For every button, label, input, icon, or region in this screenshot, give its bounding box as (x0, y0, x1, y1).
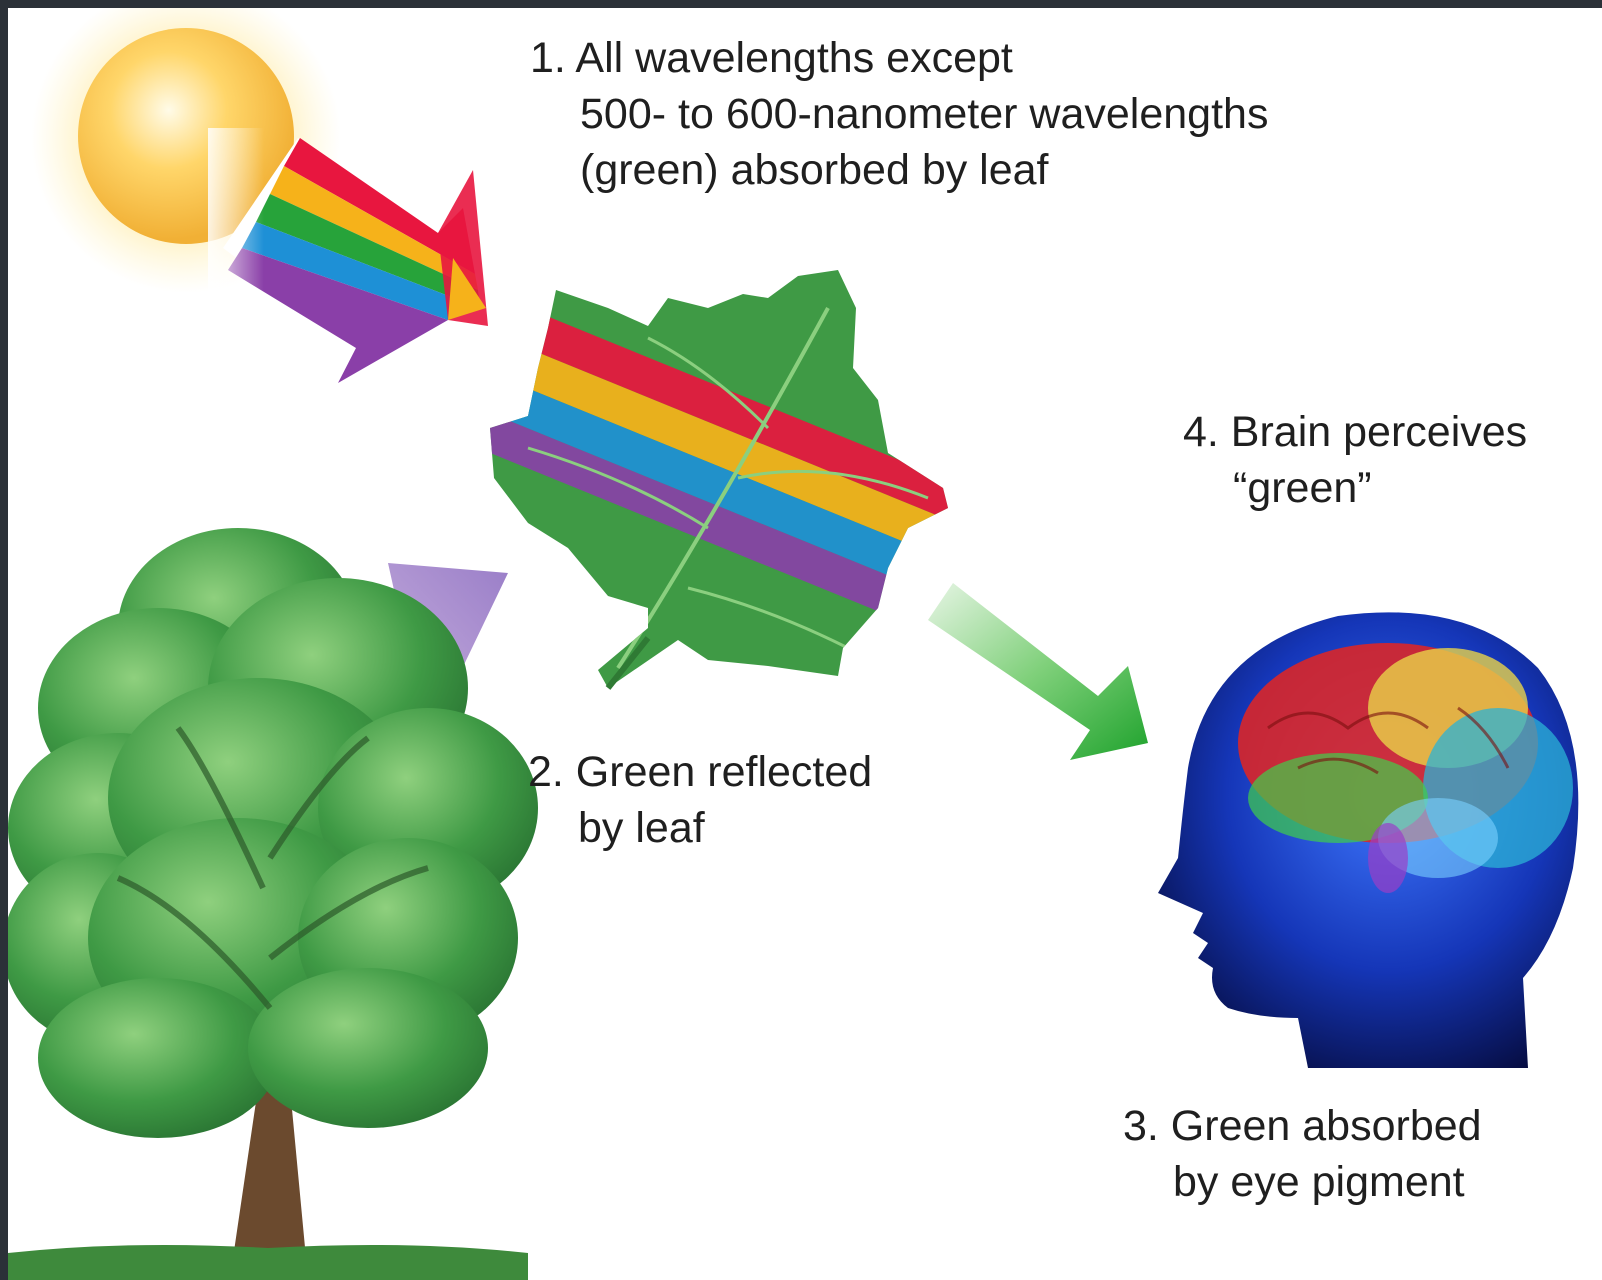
step-1-line-3: (green) absorbed by leaf (530, 142, 1268, 198)
step-2-line-1: 2. Green reflected (528, 744, 872, 800)
human-head-brain-icon (1158, 612, 1578, 1068)
step-1-line-2: 500- to 600-nanometer wavelengths (530, 86, 1268, 142)
step-1-line-1: 1. All wavelengths except (530, 30, 1268, 86)
step-2-label: 2. Green reflected by leaf (528, 744, 872, 856)
step-4-label: 4. Brain perceives “green” (1183, 404, 1527, 516)
rainbow-arrow-icon (208, 128, 488, 383)
leaf-icon (478, 270, 968, 688)
step-3-line-1: 3. Green absorbed (1123, 1098, 1482, 1154)
step-1-label: 1. All wavelengths except 500- to 600-na… (530, 30, 1268, 198)
step-3-line-2: by eye pigment (1123, 1154, 1482, 1210)
step-4-line-1: 4. Brain perceives (1183, 404, 1527, 460)
step-2-line-2: by leaf (528, 800, 872, 856)
step-3-label: 3. Green absorbed by eye pigment (1123, 1098, 1482, 1210)
step-4-line-2: “green” (1183, 460, 1527, 516)
green-arrow-icon (928, 583, 1148, 760)
diagram-illustration (8, 8, 1602, 1280)
diagram-canvas: 1. All wavelengths except 500- to 600-na… (8, 8, 1602, 1280)
